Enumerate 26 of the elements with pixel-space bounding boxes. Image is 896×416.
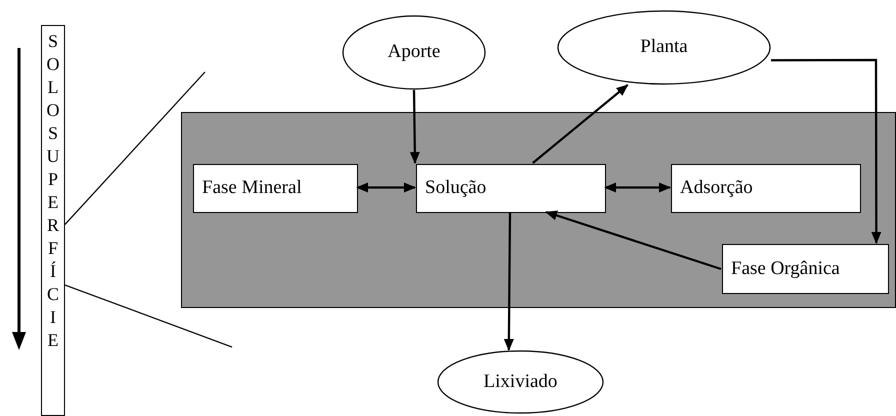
- node-label: Aporte: [388, 40, 440, 64]
- arrow: [410, 90, 420, 164]
- arrow: [532, 84, 628, 164]
- process-box: [722, 244, 889, 294]
- process-box: [416, 164, 606, 213]
- ellipse-node: [557, 10, 771, 85]
- node-label: Adsorção: [680, 176, 753, 200]
- arrow: [545, 210, 722, 270]
- node-label: Lixiviado: [484, 370, 558, 394]
- soil-column: [41, 25, 65, 416]
- zoom-line: [64, 72, 206, 225]
- arrow: [504, 212, 514, 351]
- vertical-label: SOLO SUPERFÍCIE: [46, 30, 60, 352]
- arrow: [604, 182, 671, 192]
- arrow: [771, 58, 882, 244]
- node-label: Fase Mineral: [202, 176, 302, 200]
- process-box: [193, 164, 358, 213]
- ellipse-node: [437, 350, 604, 414]
- node-label: Fase Orgânica: [731, 256, 840, 281]
- arrow: [356, 182, 416, 192]
- process-box: [671, 164, 861, 213]
- node-label: Planta: [640, 35, 688, 60]
- zoom-line: [64, 284, 232, 348]
- ellipse-node: [342, 15, 486, 90]
- node-label: Solução: [425, 176, 486, 200]
- region-band: [181, 112, 896, 308]
